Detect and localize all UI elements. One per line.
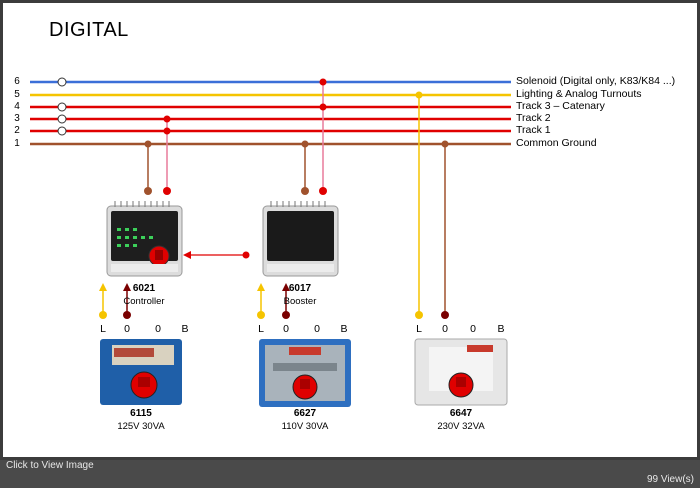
terminal-a-0a: 0 (124, 323, 130, 335)
view-count: 99 View(s) (646, 474, 694, 485)
booster-ground-junction (301, 140, 309, 148)
line-label-1: Common Ground (516, 137, 597, 149)
transformer-a-desc: 125V 30VA (117, 421, 165, 432)
controller-track1-junction (163, 127, 171, 135)
transformer-c-number: 6647 (449, 408, 473, 419)
controller-track2-junction (163, 115, 171, 123)
terminal-c-0b: 0 (470, 323, 476, 335)
terminal-b-L: L (258, 323, 264, 335)
terminal-c-0a: 0 (442, 323, 448, 335)
controller-ground-plug (144, 187, 152, 195)
booster-ground-plug (301, 187, 309, 195)
booster-6017 (262, 205, 339, 277)
open-terminal-2 (57, 126, 67, 136)
controller-light-arrow (99, 283, 107, 291)
terminal-a-0b: 0 (155, 323, 161, 335)
image-footer: Click to View Image 99 View(s) (0, 460, 700, 488)
booster-desc: Booster (283, 296, 317, 307)
line-number-5: 5 (14, 89, 20, 100)
booster-light-arrow (257, 283, 265, 291)
booster-solenoid-junction (319, 78, 327, 86)
line-label-6: Solenoid (Digital only, K83/K84 ...) (516, 75, 676, 87)
line-label-4: Track 3 – Catenary (516, 100, 605, 112)
terminal-b-B: B (340, 323, 348, 335)
terminal-b-0b: 0 (314, 323, 320, 335)
terminal-a-B: B (181, 323, 189, 335)
booster-track-plug (319, 187, 327, 195)
booster-track3-junction (319, 103, 327, 111)
controller-desc: Controller (123, 296, 165, 307)
line-number-4: 4 (14, 101, 20, 112)
transformer-b-number: 6627 (293, 408, 317, 419)
terminal-a-L: L (100, 323, 106, 335)
booster-number: 6017 (288, 283, 312, 294)
controller-6021 (106, 205, 183, 277)
booster-power-arrow (282, 283, 290, 291)
transformer-6627 (259, 339, 351, 407)
booster-link-plug (242, 251, 250, 259)
transformer-b-desc: 110V 30VA (281, 421, 329, 432)
controller-power-arrow (123, 283, 131, 291)
line-number-2: 2 (14, 125, 20, 136)
transformer-6115 (100, 339, 182, 405)
controller-ground-junction (144, 140, 152, 148)
terminal-c-B: B (497, 323, 505, 335)
click-to-view-link[interactable]: Click to View Image (6, 460, 94, 471)
image-frame: DIGITAL (0, 0, 700, 460)
lighting-junction (415, 91, 423, 99)
line-label-3: Track 2 (516, 112, 551, 124)
open-terminal-4 (57, 102, 67, 112)
terminal-c-L: L (416, 323, 422, 335)
wiring-diagram (30, 77, 511, 407)
line-number-3: 3 (14, 113, 20, 124)
line-number-1: 1 (14, 138, 20, 149)
t3-ground-junction (441, 140, 449, 148)
transformer-a-number: 6115 (130, 408, 152, 419)
controller-number: 6021 (132, 283, 156, 294)
terminal-b-0a: 0 (283, 323, 289, 335)
diagram-title: DIGITAL (49, 19, 129, 41)
line-label-2: Track 1 (516, 124, 551, 136)
controller-track-plug (163, 187, 171, 195)
booster-link-arrow (183, 251, 191, 259)
open-terminal-3 (57, 114, 67, 124)
open-terminal-6 (57, 77, 67, 87)
transformer-6647 (414, 338, 508, 406)
transformer-c-desc: 230V 32VA (437, 421, 485, 432)
line-label-5: Lighting & Analog Turnouts (516, 88, 642, 100)
diagram-canvas[interactable]: DIGITAL (3, 3, 697, 457)
line-number-6: 6 (14, 76, 20, 87)
